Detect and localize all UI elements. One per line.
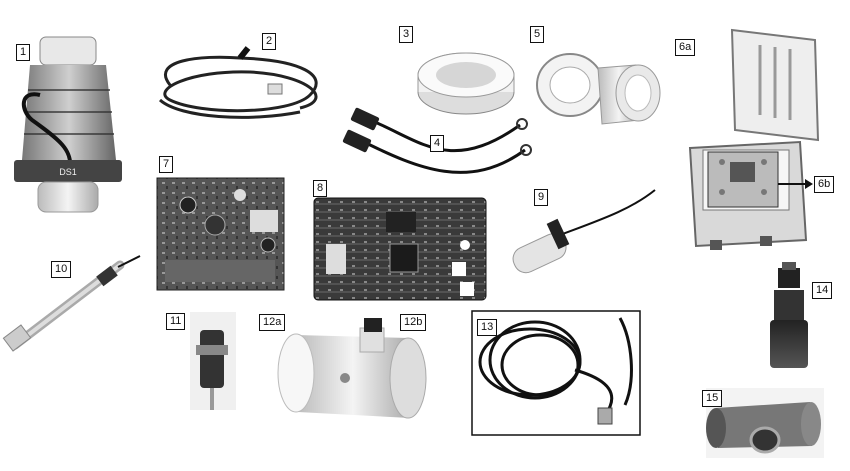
- check-valve: [770, 262, 808, 368]
- probe: [2, 255, 141, 352]
- label-12b: 12b: [400, 314, 427, 331]
- label-9: 9: [534, 189, 549, 206]
- cap: [417, 52, 515, 115]
- union-nut: [536, 53, 661, 125]
- flow-switch: [190, 312, 236, 410]
- cell-assembly: DS1: [14, 36, 122, 213]
- label-13: 13: [477, 319, 498, 336]
- enclosure: [688, 28, 820, 250]
- tee-fitting: [277, 318, 427, 419]
- label-5: 5: [530, 26, 545, 43]
- cord-connector: [267, 83, 283, 95]
- label-11: 11: [166, 313, 186, 330]
- label-14: 14: [812, 282, 833, 299]
- label-2: 2: [262, 33, 277, 50]
- threaded-tee: [706, 388, 824, 458]
- label-10: 10: [51, 261, 72, 278]
- label-1: 1: [16, 44, 31, 61]
- label-8: 8: [313, 180, 328, 197]
- power-board: [156, 177, 285, 291]
- control-board: [313, 197, 487, 301]
- label-12a: 12a: [259, 314, 286, 331]
- label-4: 4: [430, 135, 445, 152]
- label-7: 7: [159, 156, 174, 173]
- label-6b: 6b: [814, 176, 835, 193]
- cord: [158, 46, 318, 119]
- temp-sensor: [512, 189, 656, 274]
- cell-logo-text: DS1: [59, 167, 77, 177]
- label-6a: 6a: [675, 39, 696, 56]
- label-15: 15: [702, 390, 723, 407]
- label-3: 3: [399, 26, 414, 43]
